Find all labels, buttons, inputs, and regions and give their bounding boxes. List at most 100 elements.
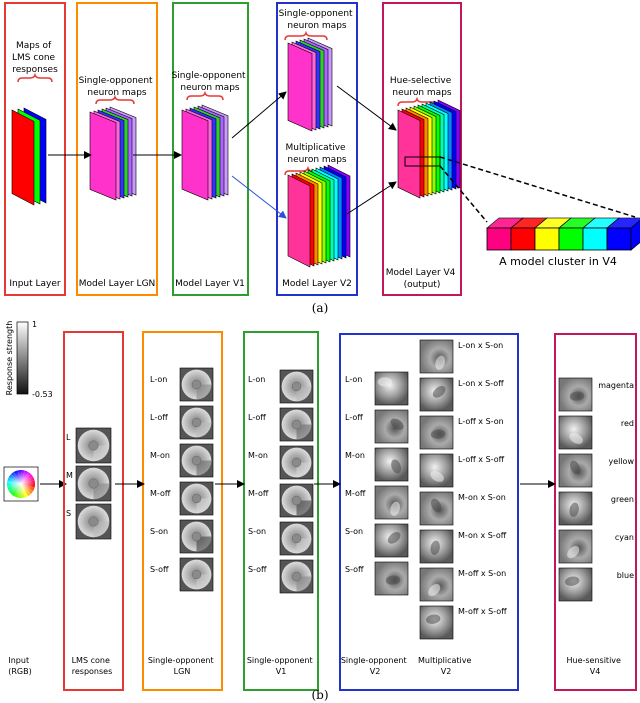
response-map-tile — [179, 519, 214, 554]
v1-map-stack — [181, 104, 229, 201]
response-map-tile — [75, 427, 112, 464]
v2-top-label: Single-opponent neuron maps — [279, 9, 356, 31]
v2-mid-label: Multiplicative neuron maps — [286, 143, 349, 165]
v4-row-label: red — [621, 419, 634, 428]
dashed-link-top — [439, 156, 636, 218]
input-top-label: Maps of LMS cone responses — [12, 41, 58, 75]
v2-mult-row-label: L-on x S-off — [458, 379, 504, 388]
v2-mult-map-stack — [287, 164, 351, 268]
lgn-row-label: S-on — [150, 527, 168, 536]
lms-row-label: S — [66, 509, 71, 518]
v2-mult-row-label: M-off x S-off — [458, 607, 507, 616]
response-map-tile — [374, 523, 409, 558]
v1-row-label: M-on — [248, 451, 268, 460]
hue-wheel — [7, 470, 35, 498]
response-map-tile — [419, 529, 454, 564]
response-map-tile — [279, 445, 314, 480]
v2-box-b — [339, 333, 519, 691]
response-map-tile — [558, 415, 593, 450]
response-map-tile — [75, 503, 112, 540]
response-map-tile — [279, 369, 314, 404]
response-map-tile — [279, 559, 314, 594]
v1-bottom-label-b: Single-opponent V1 — [247, 656, 315, 676]
lgn-bottom-label-b: Single-opponent LGN — [148, 656, 216, 676]
response-map-tile — [558, 453, 593, 488]
panel-b: 1 -0.53 Response strength Input (RGB) LM… — [3, 320, 637, 702]
v4-map-stack — [397, 99, 461, 199]
v1-row-label: M-off — [248, 489, 269, 498]
input-map-stack — [11, 107, 47, 206]
response-map-tile — [279, 483, 314, 518]
v1-row-label: S-on — [248, 527, 266, 536]
v1-row-label: L-on — [248, 375, 265, 384]
response-map-tile — [179, 367, 214, 402]
colorbar-min: -0.53 — [32, 390, 53, 399]
feature-map-sheet — [11, 109, 35, 206]
response-map-tile — [419, 339, 454, 374]
response-map-tile — [419, 377, 454, 412]
cluster-cube-front — [558, 227, 584, 251]
lgn-bottom-label: Model Layer LGN — [79, 279, 156, 289]
lgn-row-label: M-off — [150, 489, 171, 498]
colorbar — [16, 321, 29, 395]
hue-center — [7, 470, 35, 498]
response-map-tile — [558, 491, 593, 526]
v2-single-bottom-label: Single-opponent V2 — [341, 656, 409, 676]
v1-top-label: Single-opponent neuron maps — [172, 71, 249, 93]
lgn-top-label: Single-opponent neuron maps — [79, 76, 156, 98]
cluster-cube-front — [534, 227, 560, 251]
v2-mult-row-label: M-off x S-on — [458, 569, 506, 578]
v4-layer-box — [382, 2, 462, 296]
feature-map-sheet — [181, 109, 209, 201]
v2-single-map-stack — [287, 37, 333, 132]
input-brace — [17, 72, 53, 83]
v2-single-row-label: L-on — [345, 375, 362, 384]
cluster-label: A model cluster in V4 — [499, 255, 617, 268]
response-map-tile — [558, 529, 593, 564]
lgn-row-label: L-on — [150, 375, 167, 384]
lgn-box-b — [142, 331, 223, 691]
response-map-tile — [419, 453, 454, 488]
lms-row-label: M — [66, 471, 73, 480]
response-map-tile — [558, 567, 593, 602]
v2-mult-row-label: L-off x S-off — [458, 455, 505, 464]
arrow-v2top-v4 — [336, 85, 397, 131]
response-map-tile — [179, 557, 214, 592]
response-map-tile — [179, 405, 214, 440]
v4-bottom-label: Model Layer V4 (output) — [386, 268, 459, 290]
lgn-row-label: L-off — [150, 413, 168, 422]
panel-a: Maps of LMS cone responses Single-oppone… — [4, 2, 640, 315]
lgn-row-label: M-on — [150, 451, 170, 460]
v1-row-label: L-off — [248, 413, 266, 422]
v2-single-row-label: M-on — [345, 451, 365, 460]
v2-single-row-label: M-off — [345, 489, 366, 498]
response-map-tile — [374, 485, 409, 520]
response-map-tile — [374, 409, 409, 444]
response-map-tile — [179, 443, 214, 478]
v2-layer-box — [276, 2, 358, 296]
feature-map-sheet — [89, 111, 117, 201]
lms-row-label: L — [66, 433, 71, 442]
v2-single-row-label: S-off — [345, 565, 364, 574]
v2-mult-row-label: L-off x S-on — [458, 417, 504, 426]
v2-single-row-label: L-off — [345, 413, 363, 422]
arrow-v1-v2-bottom — [231, 175, 287, 219]
response-map-tile — [419, 415, 454, 450]
v4-row-label: green — [611, 495, 634, 504]
cluster-cube-front — [606, 227, 632, 251]
colorbar-max: 1 — [32, 320, 37, 329]
v2-mult-row-label: L-on x S-on — [458, 341, 503, 350]
response-map-tile — [179, 481, 214, 516]
lgn-map-stack — [89, 106, 137, 201]
v4-model-cluster — [485, 217, 640, 251]
v1-row-label: S-off — [248, 565, 267, 574]
response-map-tile — [279, 521, 314, 556]
response-map-tile — [374, 447, 409, 482]
v1-layer-box — [172, 2, 249, 296]
v1-bottom-label: Model Layer V1 — [175, 279, 245, 289]
caption-a: (a) — [312, 301, 329, 315]
caption-b: (b) — [311, 688, 328, 702]
input-bottom-label: Input Layer — [9, 279, 61, 289]
